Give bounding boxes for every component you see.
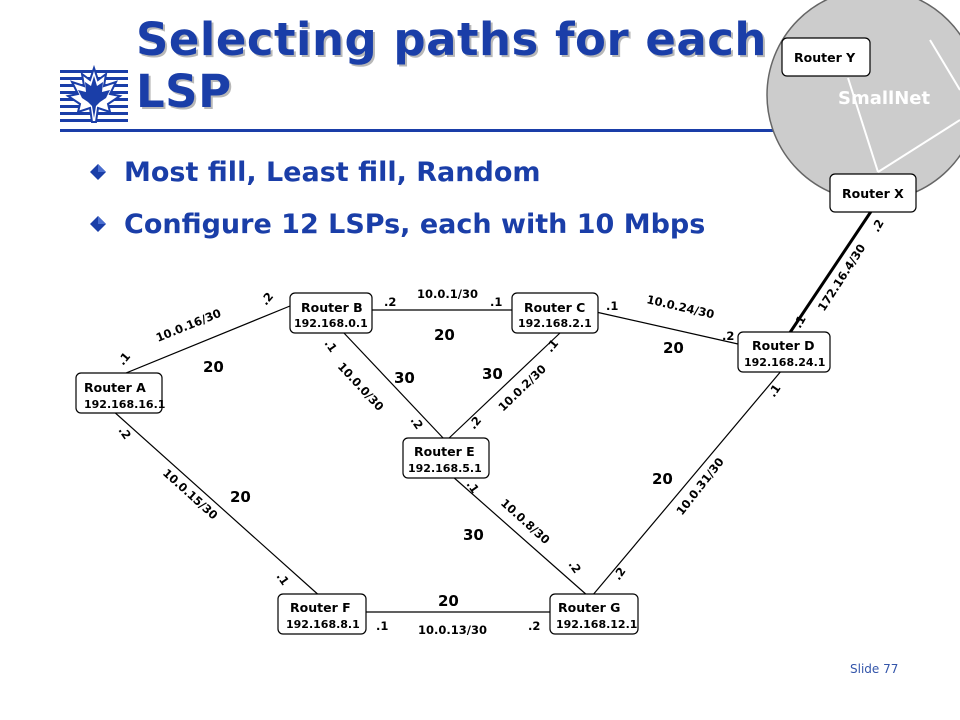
svg-text:Router D: Router D	[752, 338, 814, 353]
router-f[interactable]: Router F 192.168.8.1	[277, 593, 367, 635]
bullet-text: Most fill, Least fill, Random	[124, 156, 541, 188]
router-x[interactable]: Router X	[829, 173, 917, 213]
link-weight: 30	[394, 369, 415, 387]
title-underline	[60, 129, 842, 132]
smallnet-label: SmallNet	[838, 88, 930, 109]
svg-text:Router G: Router G	[558, 600, 620, 615]
diamond-bullet-icon	[90, 164, 106, 180]
router-b[interactable]: Router B 192.168.0.1	[289, 292, 373, 334]
bullet-item: Most fill, Least fill, Random	[88, 152, 541, 192]
subnet-label: 10.0.0/30	[335, 359, 387, 413]
svg-text:Router Y: Router Y	[794, 50, 856, 65]
router-g[interactable]: Router G 192.168.12.1	[549, 593, 639, 635]
interface-label: .2	[722, 329, 734, 343]
link-weight: 20	[203, 358, 224, 376]
slide-title: Selecting paths for each LSP	[136, 13, 767, 118]
svg-text:Router X: Router X	[842, 186, 904, 201]
interface-label: .2	[610, 565, 629, 583]
link-weight: 30	[482, 365, 503, 383]
interface-label: .1	[765, 382, 784, 400]
svg-text:192.168.5.1: 192.168.5.1	[408, 462, 482, 475]
interface-label: .1	[115, 349, 134, 367]
subnet-label: 10.0.16/30	[154, 306, 223, 345]
smallnet-cloud: SmallNet	[766, 0, 960, 202]
link-weight: 20	[438, 592, 459, 610]
subnet-label: 10.0.15/30	[160, 466, 221, 523]
interface-label: .1	[543, 336, 562, 354]
bullet-item: Configure 12 LSPs, each with 10 Mbps	[88, 204, 705, 244]
link-a-b	[125, 305, 291, 374]
svg-text:Router B: Router B	[301, 300, 363, 315]
link-b-e	[342, 331, 446, 441]
interface-label: .1	[376, 619, 388, 633]
svg-text:192.168.0.1: 192.168.0.1	[294, 317, 368, 330]
svg-text:Router F: Router F	[290, 600, 351, 615]
svg-text:192.168.8.1: 192.168.8.1	[286, 618, 360, 631]
subnet-label: 172.16.4/30	[815, 241, 869, 313]
subnet-label: 10.0.8/30	[498, 496, 553, 547]
link-d-x	[783, 209, 874, 341]
interface-label: .1	[606, 299, 618, 313]
interface-label: .2	[466, 413, 485, 431]
link-weight: 20	[663, 339, 684, 357]
subnet-label: 10.0.13/30	[418, 623, 487, 637]
svg-text:Router C: Router C	[524, 300, 585, 315]
svg-text:Router A: Router A	[84, 380, 146, 395]
subnet-label: 10.0.24/30	[645, 292, 715, 321]
link-c-d	[595, 311, 739, 345]
router-c[interactable]: Router C 192.168.2.1	[511, 292, 599, 334]
link-c-e	[446, 332, 561, 441]
link-weight: 20	[434, 326, 455, 344]
interface-label: .2	[566, 558, 585, 576]
interface-label: .2	[528, 619, 540, 633]
subnet-label: 10.0.1/30	[417, 287, 478, 301]
router-d[interactable]: Router D 192.168.24.1	[737, 331, 831, 373]
slide-number: Slide 77	[850, 662, 899, 676]
svg-text:Router E: Router E	[414, 444, 475, 459]
link-weight: 20	[652, 470, 673, 488]
interface-label: .1	[322, 337, 341, 355]
svg-text:192.168.12.1: 192.168.12.1	[556, 618, 637, 631]
svg-text:192.168.16.1: 192.168.16.1	[84, 398, 165, 411]
interface-label: .2	[116, 424, 135, 442]
link-e-g	[451, 475, 589, 597]
diamond-bullet-icon	[90, 216, 106, 232]
router-e[interactable]: Router E 192.168.5.1	[402, 437, 490, 479]
bullet-text: Configure 12 LSPs, each with 10 Mbps	[124, 208, 706, 240]
link-g-d	[591, 369, 783, 597]
interface-label: .1	[464, 478, 483, 496]
interface-label: .1	[274, 570, 293, 588]
interface-label: .1	[490, 295, 502, 309]
subnet-label: 10.0.31/30	[673, 455, 726, 518]
svg-text:192.168.24.1: 192.168.24.1	[744, 356, 825, 369]
svg-text:192.168.2.1: 192.168.2.1	[518, 317, 592, 330]
interface-label: .2	[258, 289, 277, 307]
interface-label: .2	[384, 295, 396, 309]
router-y[interactable]: Router Y	[781, 37, 871, 77]
link-weight: 20	[230, 488, 251, 506]
link-a-f	[111, 409, 323, 599]
interface-label: .2	[868, 217, 886, 235]
link-weight: 30	[463, 526, 484, 544]
interface-label: .1	[790, 313, 808, 331]
router-a[interactable]: Router A 192.168.16.1	[75, 372, 165, 414]
